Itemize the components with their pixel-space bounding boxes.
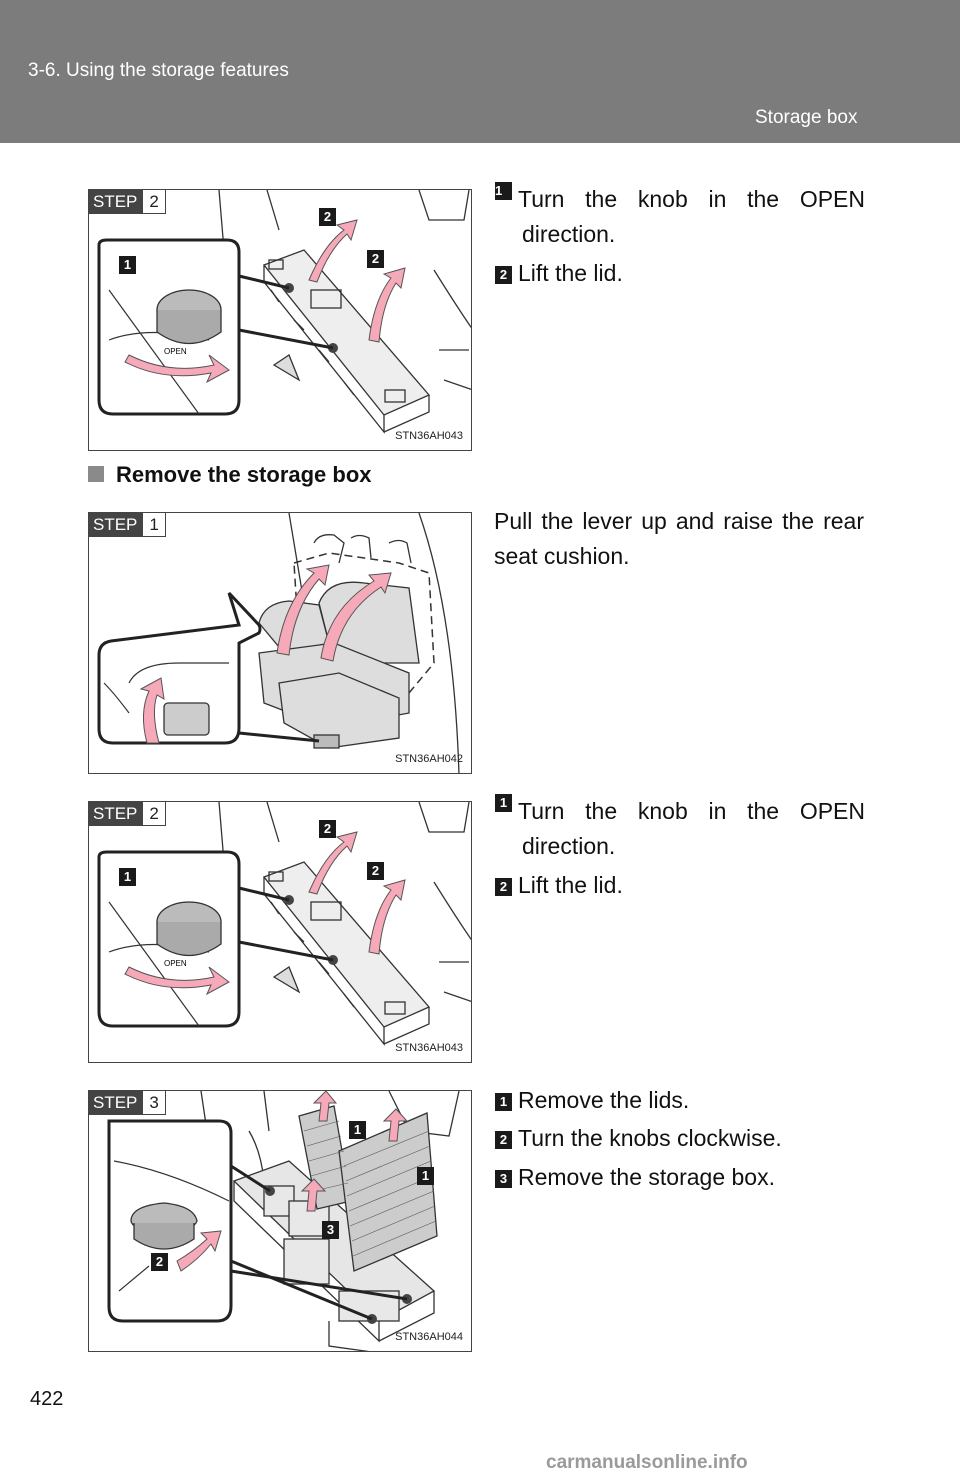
num-badge: 1 (495, 794, 512, 812)
open-label: OPEN (164, 347, 187, 356)
knob-and-lid-illustration: OPEN (97, 802, 471, 1046)
storage-box-illustration (107, 1091, 460, 1351)
num-badge: 1 (495, 182, 512, 200)
callout-1: 1 (417, 1167, 434, 1185)
rotate-arrow (176, 1230, 222, 1272)
lift-arrow (139, 677, 165, 744)
callout-2: 2 (319, 820, 336, 838)
lift-arrow (308, 219, 358, 283)
rear-seat-illustration (97, 513, 460, 773)
num-badge: 2 (495, 1131, 512, 1149)
num-badge: 2 (495, 266, 512, 284)
watermark: carmanualsonline.info (546, 1452, 748, 1473)
section-title: 3-6. Using the storage features (28, 60, 289, 81)
rotate-arrow (124, 966, 230, 996)
num-badge: 1 (495, 1093, 512, 1111)
callout-2: 2 (319, 208, 336, 226)
page-header: 3-6. Using the storage features Storage … (0, 0, 960, 143)
callout-2: 2 (151, 1253, 168, 1271)
lift-arrow (320, 572, 392, 662)
open-label: OPEN (164, 959, 187, 968)
rotate-arrow (124, 354, 230, 384)
figure-id: STN36AH043 (395, 1042, 463, 1054)
callout-2: 2 (367, 862, 384, 880)
lift-arrow (368, 267, 406, 343)
lift-arrow (368, 879, 406, 955)
callout-1: 1 (349, 1121, 366, 1139)
page-number: 422 (30, 1388, 64, 1410)
figure-id: STN36AH042 (395, 753, 463, 765)
instruction-paragraph: Pull the lever up and raise the rear sea… (494, 508, 864, 569)
lift-arrow (382, 1108, 409, 1142)
num-badge: 2 (495, 878, 512, 896)
callout-1: 1 (119, 868, 136, 886)
callout-2: 2 (367, 250, 384, 268)
lift-arrow (300, 1178, 327, 1212)
topic-title: Storage box (755, 107, 858, 128)
lift-arrow (276, 564, 330, 656)
figure-id: STN36AH044 (395, 1331, 463, 1343)
knob-and-lid-illustration: OPEN (97, 190, 471, 434)
callout-3: 3 (322, 1221, 339, 1239)
section-subheading: Remove the storage box (88, 462, 372, 488)
callout-1: 1 (119, 256, 136, 274)
lift-arrow (308, 831, 358, 895)
lift-arrow (312, 1091, 338, 1122)
num-badge: 3 (495, 1170, 512, 1188)
figure-id: STN36AH043 (395, 430, 463, 442)
bullet-square-icon (88, 466, 104, 482)
